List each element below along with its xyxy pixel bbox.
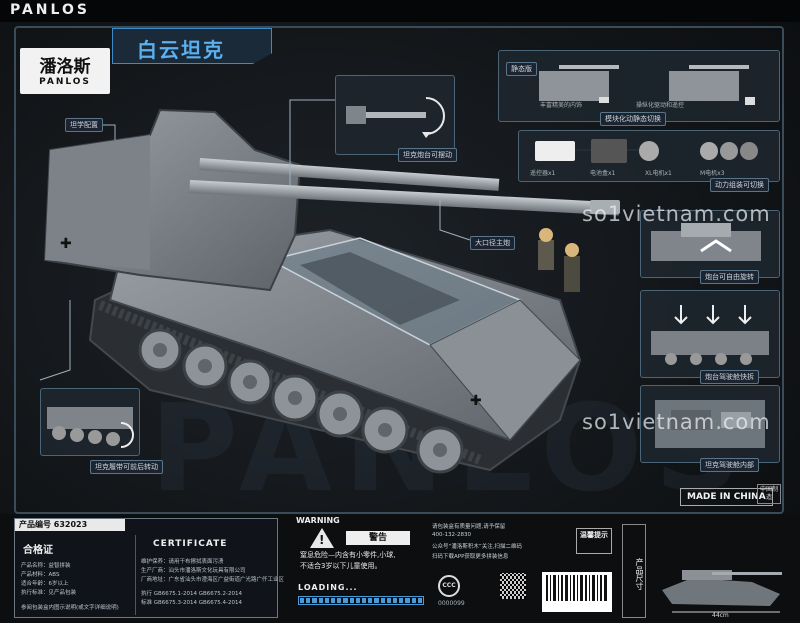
length-label: 44cm xyxy=(712,612,729,618)
panel-tread xyxy=(40,388,140,456)
svg-text:✚: ✚ xyxy=(470,393,482,409)
cert-right-row: 维护保养：请用干布擦拭表面污渍 xyxy=(141,559,224,565)
ccc-mark-icon: CCC xyxy=(438,575,460,597)
power-parts-graphic xyxy=(535,139,758,163)
tread-graphic xyxy=(47,407,134,448)
certificate-title: CERTIFICATE xyxy=(153,539,228,549)
loading-bar xyxy=(298,596,424,605)
ccc-code: 0000099 xyxy=(438,600,465,607)
cert-right-row: 标准 GB6675.3-2014 GB6675.4-2014 xyxy=(141,600,243,606)
label-receiver: 遥控器x1 xyxy=(530,170,556,177)
info-block: 请包装盒有质量问题,请予保留 400-132-2830 公众号“潘洛斯积木”关注… xyxy=(432,520,612,620)
reminder-badge: 温馨提示 xyxy=(576,528,612,554)
turret-swing-graphic xyxy=(346,97,445,138)
label-static-mode: 静态版 xyxy=(506,62,537,76)
panel-cabin-interior xyxy=(640,385,780,463)
label-main-gun: 大口径主炮 xyxy=(470,236,515,250)
title-tab xyxy=(112,28,272,64)
made-in-china: MADE IN CHINA xyxy=(680,488,773,506)
main-frame xyxy=(14,26,784,514)
product-code: 产品编号 632023 xyxy=(15,519,125,531)
warning-text: 窒息危险—内含有小零件,小球, 不适合3岁以下儿童使用。 xyxy=(300,550,395,572)
panel-quick-remove xyxy=(640,290,780,378)
panel-power xyxy=(518,130,780,182)
label-battery: 电池盒x1 xyxy=(590,170,616,177)
box-top-edge: PANLOS xyxy=(0,0,800,22)
label-mode-switch: 模块化动静态切换 xyxy=(600,112,666,126)
certificate-block: 产品编号 632023 合格证 CERTIFICATE 产品名称：益智拼装 产品… xyxy=(14,518,284,618)
svg-text:✚: ✚ xyxy=(60,236,72,252)
warning-triangle-icon xyxy=(310,528,334,548)
label-remote-drive: 操纵化驱动和遥控 xyxy=(636,102,685,109)
info-line: 扫码下载APP获取更多拼装信息 xyxy=(432,554,509,560)
warning-block: WARNING 警告 窒息危险—内含有小零件,小球, 不适合3岁以下儿童使用。 xyxy=(290,514,424,618)
warning-en: WARNING xyxy=(296,516,340,525)
info-line: 公众号“潘洛斯积木”关注,扫描二维码 xyxy=(432,544,522,550)
size-label: 产品尺寸 xyxy=(622,524,646,618)
warning-line-1: 窒息危险—内含有小零件,小球, xyxy=(300,551,396,559)
brand-name-cn: 潘洛斯 xyxy=(39,57,91,77)
label-m-motor: M电机x3 xyxy=(700,170,725,177)
quick-remove-graphic xyxy=(651,305,769,365)
minifigures xyxy=(538,228,580,292)
product-title: 白云坦克 xyxy=(137,38,225,62)
label-config: 坦学配置 xyxy=(65,118,103,132)
watermark-1: so1vietnam.com xyxy=(582,202,771,226)
panel-turret-rotate xyxy=(640,210,780,278)
cert-left-row: 产品材料：ABS xyxy=(21,572,60,578)
top-edge-brand: PANLOS xyxy=(10,2,90,18)
cert-right-row: 生产厂商：汕头市潘洛斯文化玩具有限公司 xyxy=(141,568,246,574)
barcode-icon xyxy=(542,572,612,612)
label-power-switch: 动力组装可切换 xyxy=(710,178,769,192)
modes-graphic xyxy=(539,65,755,105)
turret-rotate-graphic xyxy=(651,223,761,261)
brand-logo: 潘洛斯 PANLOS xyxy=(20,48,110,94)
tank-illustration: ✚ ✚ xyxy=(39,99,640,474)
label-quick-remove: 炮台驾驶舱快拆 xyxy=(700,370,759,384)
warning-line-2: 不适合3岁以下儿童使用。 xyxy=(300,562,382,570)
label-xl-motor: XL电机x1 xyxy=(645,170,672,177)
label-turret-swing: 坦克炮台可摆动 xyxy=(398,148,457,162)
watermark-2: so1vietnam.com xyxy=(582,410,771,434)
loading-text: LOADING... xyxy=(298,583,358,592)
info-line: 400-132-2830 xyxy=(432,532,471,538)
cert-left-row: 适合年龄：6岁以上 xyxy=(21,581,69,587)
panel-modes xyxy=(498,50,780,122)
panel-turret-swing xyxy=(335,75,455,155)
brand-name-en: PANLOS xyxy=(39,77,91,87)
dimension-diagram: 44cm xyxy=(662,570,782,618)
cert-right-row: 厂商地址：广东省汕头市澄海区广益街道广光路广仟工业区 xyxy=(141,577,285,583)
label-turret-free-rotate: 炮台可自由旋转 xyxy=(700,270,759,284)
cert-left-row: 参阅包装盒内图示说明(或文字详细说明) xyxy=(21,605,119,611)
certificate-divider xyxy=(135,535,136,615)
label-cabin-interior: 坦克驾驶舱内部 xyxy=(700,458,759,472)
warning-cn: 警告 xyxy=(346,531,410,545)
origin-badge: 中国制造 xyxy=(757,484,781,504)
cert-right-row: 执行 GB6675.1-2014 GB6675.2-2014 xyxy=(141,591,243,597)
cert-left-row: 执行标准：见产品包装 xyxy=(21,590,77,596)
label-tread-rotate: 坦克履带可前后转动 xyxy=(90,460,163,474)
qr-code-icon xyxy=(500,573,526,599)
label-interior: 丰富精美的内饰 xyxy=(540,102,583,109)
cert-left-row: 产品名称：益智拼装 xyxy=(21,563,71,569)
info-line: 请包装盒有质量问题,请予保留 xyxy=(432,524,506,530)
certificate-cn: 合格证 xyxy=(23,545,53,556)
cabin-graphic xyxy=(655,400,765,448)
